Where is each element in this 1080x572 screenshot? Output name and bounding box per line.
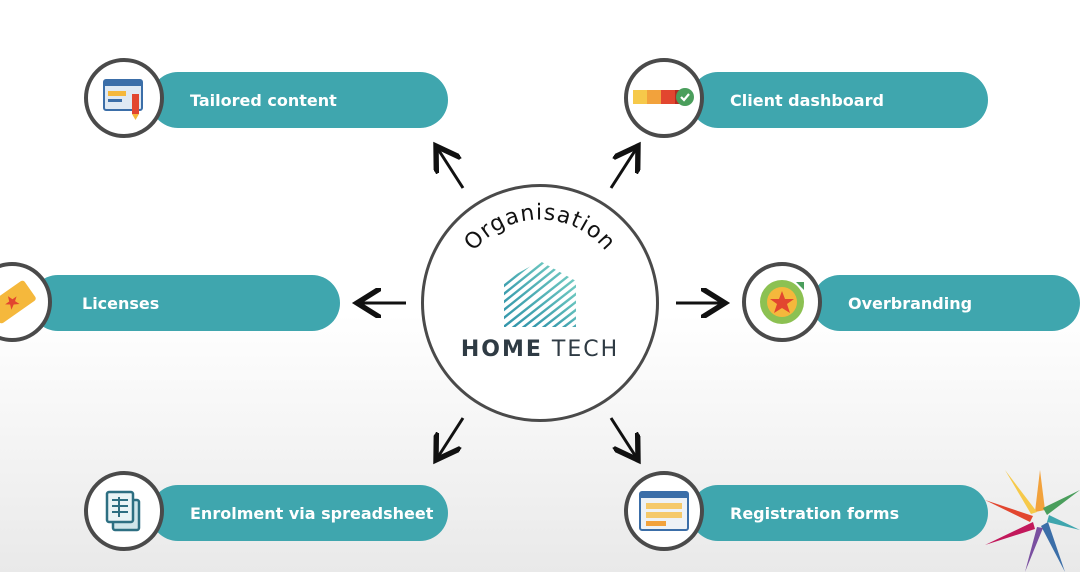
node-label: Client dashboard [730, 90, 884, 110]
content-editor-icon [84, 58, 164, 138]
arc-label-text: Organisation [460, 200, 620, 255]
brand-name-bold: HOME [460, 337, 543, 362]
arrow-to-registration-forms [609, 417, 638, 460]
node-label: Tailored content [190, 90, 337, 110]
node-client-dashboard: Client dashboard [690, 72, 988, 128]
node-enrolment: Enrolment via spreadsheet [150, 485, 448, 541]
organisation-node: Organisation [421, 184, 659, 422]
node-tailored-content: Tailored content [150, 72, 448, 128]
home-tech-logo-icon [504, 261, 576, 327]
organisation-arc-label: Organisation [460, 200, 621, 255]
node-registration-forms: Registration forms [690, 485, 988, 541]
node-label: Registration forms [730, 503, 900, 523]
node-overbranding: Overbranding [812, 275, 1080, 331]
svg-text:Organisation: Organisation [460, 200, 621, 255]
arrow-to-tailored-content [436, 146, 465, 189]
arrow-to-enrolment [436, 417, 465, 460]
brand-name-light: TECH [551, 337, 620, 362]
starburst-logo-icon [985, 470, 1080, 572]
progress-gauge-icon [624, 58, 704, 138]
star-sticker-icon [742, 262, 822, 342]
brand-name: HOME TECH [424, 337, 656, 362]
node-licenses: Licenses [30, 275, 340, 331]
node-label: Licenses [82, 293, 160, 313]
node-label: Overbranding [848, 293, 973, 313]
node-label: Enrolment via spreadsheet [190, 503, 434, 523]
arrow-to-client-dashboard [609, 146, 638, 189]
spreadsheet-icon [84, 471, 164, 551]
registration-form-icon [624, 471, 704, 551]
